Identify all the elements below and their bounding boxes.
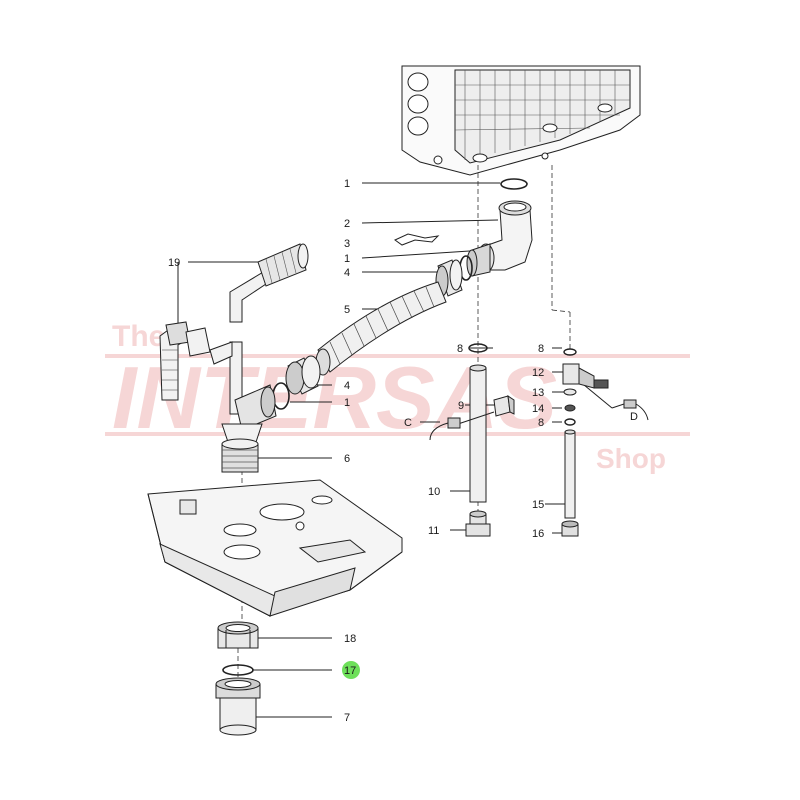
part-13-washer bbox=[563, 388, 577, 396]
callout-19: 19 bbox=[168, 257, 180, 269]
callout-12: 12 bbox=[532, 367, 544, 379]
part-4-nut-top bbox=[435, 259, 463, 297]
part-18-nut bbox=[217, 621, 259, 649]
part-16-nut bbox=[561, 520, 579, 537]
callout-1-top: 1 bbox=[344, 178, 350, 190]
callout-6: 6 bbox=[344, 453, 350, 465]
callout-1-mid: 1 bbox=[344, 253, 350, 265]
part-19-hoses bbox=[159, 243, 309, 401]
callout-8-c: 8 bbox=[538, 417, 544, 429]
callout-2: 2 bbox=[344, 218, 350, 230]
radiator-housing bbox=[401, 65, 641, 176]
part-10-tube bbox=[469, 364, 487, 503]
part-17-o-ring bbox=[222, 664, 254, 676]
part-8-o-ring-b bbox=[563, 348, 577, 356]
connector-d-cable bbox=[623, 399, 649, 421]
callout-c: C bbox=[404, 417, 412, 429]
callout-7: 7 bbox=[344, 712, 350, 724]
callout-17-highlight bbox=[342, 661, 360, 679]
base-tray bbox=[147, 479, 403, 617]
callout-9: 9 bbox=[458, 400, 464, 412]
callout-4-top: 4 bbox=[344, 267, 350, 279]
callout-16: 16 bbox=[532, 528, 544, 540]
part-15-tube bbox=[564, 429, 576, 519]
part-14-ring bbox=[564, 404, 576, 412]
part-7-drain-cup bbox=[215, 677, 261, 736]
callout-3: 3 bbox=[344, 238, 350, 250]
callout-13: 13 bbox=[532, 387, 544, 399]
callout-15: 15 bbox=[532, 499, 544, 511]
callout-17: 17 bbox=[344, 665, 356, 677]
part-1-o-ring bbox=[500, 178, 528, 190]
callout-8-b: 8 bbox=[538, 343, 544, 355]
part-2-elbow bbox=[466, 200, 533, 277]
leader-lines bbox=[177, 182, 631, 718]
connector-c-cable bbox=[429, 411, 495, 441]
part-3-clip bbox=[394, 233, 440, 246]
part-4-nut-low bbox=[285, 355, 321, 395]
watermark-small: The bbox=[112, 320, 165, 353]
callout-14: 14 bbox=[532, 403, 544, 415]
callout-labels: 1 2 3 1 4 5 19 4 1 6 8 9 C 10 11 8 12 13… bbox=[168, 178, 638, 724]
callout-1-low: 1 bbox=[344, 397, 350, 409]
callout-5: 5 bbox=[344, 304, 350, 316]
part-6-tee-fitting bbox=[209, 341, 277, 473]
part-8-o-ring-c bbox=[564, 418, 576, 426]
part-9-sensor bbox=[493, 394, 515, 417]
callout-18: 18 bbox=[344, 633, 356, 645]
callout-d: D bbox=[630, 411, 638, 423]
callout-11: 11 bbox=[428, 525, 439, 537]
callout-10: 10 bbox=[428, 486, 440, 498]
part-8-o-ring-a bbox=[468, 343, 488, 353]
callout-8-a: 8 bbox=[457, 343, 463, 355]
callout-4-low: 4 bbox=[344, 380, 350, 392]
part-11-fitting bbox=[465, 510, 491, 537]
watermark-shop: Shop bbox=[596, 443, 666, 474]
part-12-valve bbox=[562, 363, 609, 389]
